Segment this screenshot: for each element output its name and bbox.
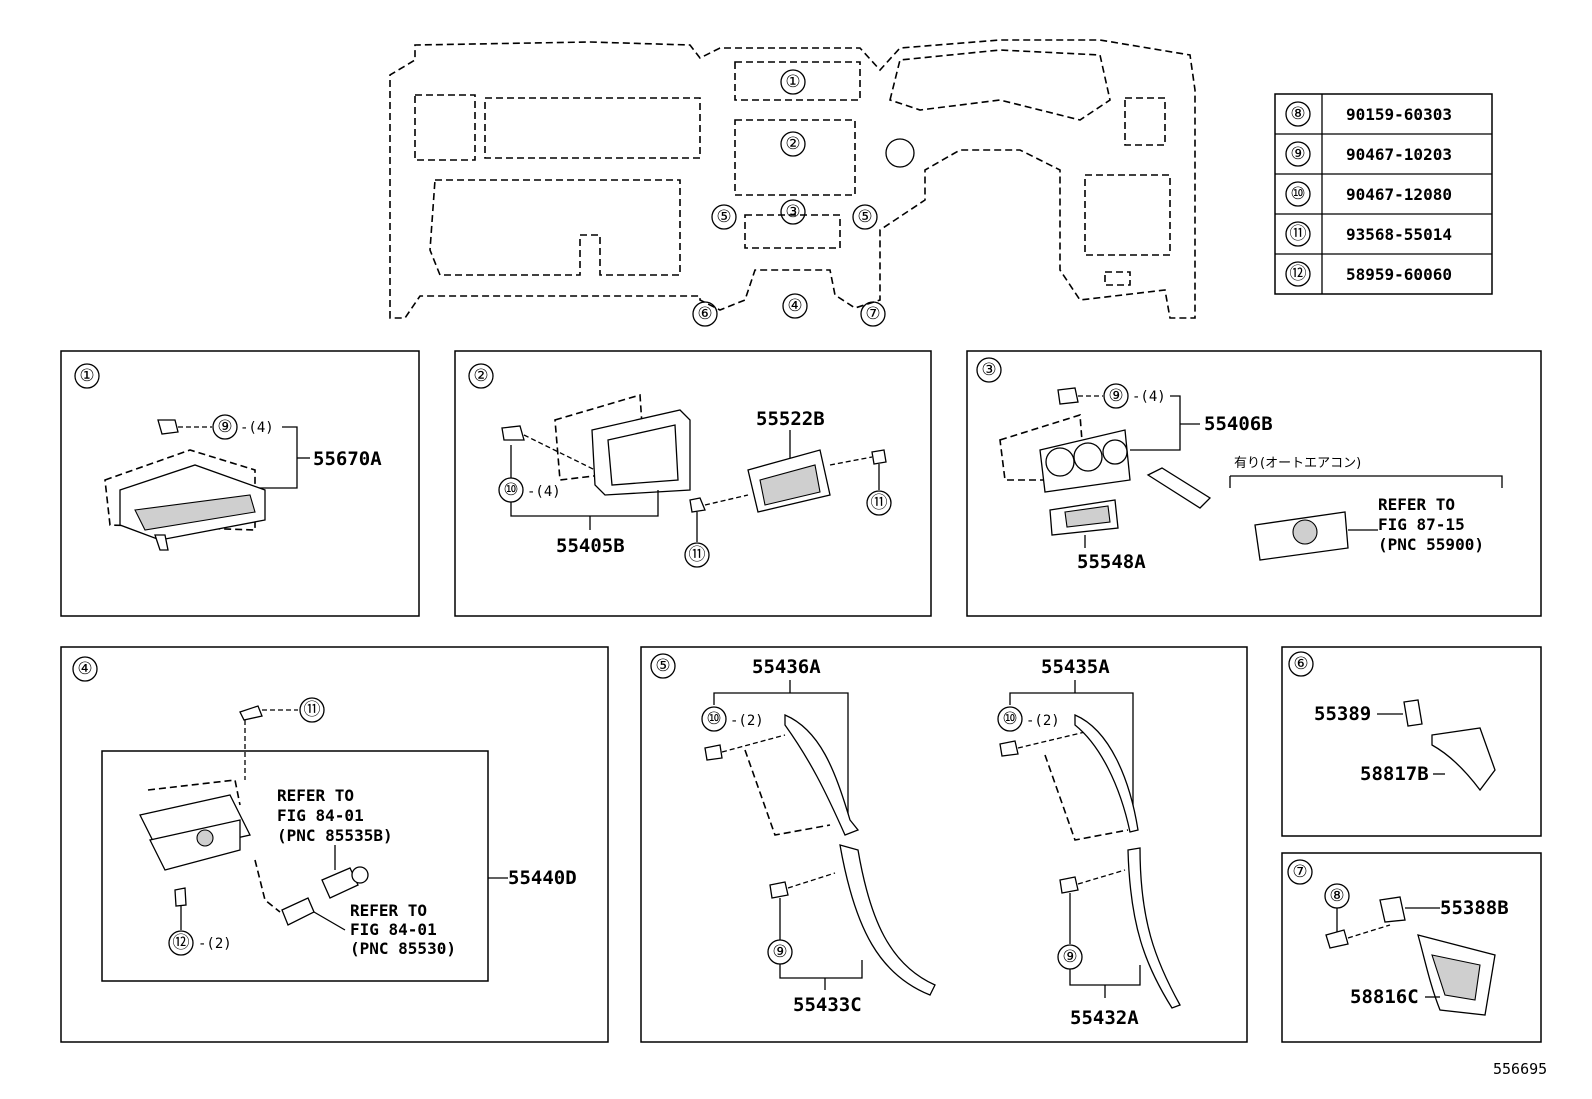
panel-3-refer-line3: (PNC 55900) <box>1378 535 1484 554</box>
panel-1-qty: -(4) <box>240 420 274 436</box>
panel-2-screw-11a: ⑪ <box>689 545 706 565</box>
marker-3: ③ <box>785 202 800 222</box>
panel-7-number: ⑦ <box>1292 862 1307 882</box>
panel-5-clip-10b: ⑩ <box>1002 709 1017 729</box>
panel-3-part-55548A: 55548A <box>1077 551 1146 573</box>
panel-1-clip-9: ⑨ <box>217 417 232 437</box>
overview-markers: ① ② ③ ⑤ ⑤ ④ ⑥ ⑦ <box>692 69 886 327</box>
panel-1-part-55670A: 55670A <box>313 448 382 470</box>
diagram-id: 556695 <box>1493 1060 1547 1078</box>
panel-5-qty-b: -(2) <box>1026 713 1060 729</box>
panel-4-clip-12: ⑫ <box>173 933 190 953</box>
panel-5-clip-9b: ⑨ <box>1062 947 1077 967</box>
table-ref-8: ⑧ <box>1290 104 1305 124</box>
table-part-11: 93568-55014 <box>1346 225 1452 244</box>
panel-7-part-58816C: 58816C <box>1350 986 1419 1008</box>
table-part-12: 58959-60060 <box>1346 265 1452 284</box>
table-part-10: 90467-12080 <box>1346 185 1452 204</box>
panel-2-clip-10: ⑩ <box>503 480 518 500</box>
panel-6-number: ⑥ <box>1293 654 1308 674</box>
panel-5-side-trims: ⑤ 55436A ⑩ -(2) ⑨ 55433C 55435A ⑩ -(2) ⑨ <box>640 646 1248 1043</box>
marker-7: ⑦ <box>865 304 880 324</box>
panel-2-radio-frame: ② ⑩ -(4) 55405B 55522B ⑪ ⑪ <box>454 350 932 617</box>
panel-4-refer-b2: FIG 84-01 <box>350 920 437 939</box>
panel-5-part-55435A: 55435A <box>1041 656 1110 678</box>
panel-7-lower-cover: ⑦ ⑧ 55388B 58816C <box>1281 852 1542 1043</box>
panel-5-part-55433C: 55433C <box>793 994 862 1016</box>
panel-4-refer-a2: FIG 84-01 <box>277 806 364 825</box>
panel-5-clip-9a: ⑨ <box>772 942 787 962</box>
marker-4: ④ <box>787 296 802 316</box>
panel-3-clip-9: ⑨ <box>1108 386 1123 406</box>
panel-4-part-55440D: 55440D <box>508 867 577 889</box>
panel-3-refer-line2: FIG 87-15 <box>1378 515 1465 534</box>
panel-5-part-55432A: 55432A <box>1070 1007 1139 1029</box>
dashboard-overview <box>389 39 1196 319</box>
panel-1-center-vent: ① ⑨ -(4) 55670A <box>60 350 420 617</box>
marker-6: ⑥ <box>697 304 712 324</box>
panel-4-refer-b1: REFER TO <box>350 901 427 920</box>
table-part-9: 90467-10203 <box>1346 145 1452 164</box>
panel-5-number: ⑤ <box>655 656 670 676</box>
panel-4-screw-11: ⑪ <box>304 700 321 720</box>
panel-4-qty: -(2) <box>198 936 232 952</box>
panel-4-number: ④ <box>77 659 92 679</box>
table-ref-12: ⑫ <box>1290 264 1307 284</box>
panel-3-refer-line1: REFER TO <box>1378 495 1455 514</box>
marker-5-right: ⑤ <box>857 207 872 227</box>
table-ref-9: ⑨ <box>1290 144 1305 164</box>
marker-2: ② <box>785 134 800 154</box>
panel-7-screw-8: ⑧ <box>1329 886 1344 906</box>
panel-2-screw-11b: ⑪ <box>871 493 888 513</box>
panel-2-part-55522B: 55522B <box>756 408 825 430</box>
panel-3-part-55406B: 55406B <box>1204 413 1273 435</box>
panel-6-lower-cover: ⑥ 55389 58817B <box>1281 646 1542 837</box>
marker-5-left: ⑤ <box>716 207 731 227</box>
part-number-table: ⑧ 90159-60303 ⑨ 90467-10203 ⑩ 90467-1208… <box>1274 93 1493 295</box>
panel-6-part-55389: 55389 <box>1314 703 1371 725</box>
panel-4-refer-a3: (PNC 85535B) <box>277 826 393 845</box>
table-part-8: 90159-60303 <box>1346 105 1452 124</box>
marker-1: ① <box>785 72 800 92</box>
panel-2-number: ② <box>473 366 488 386</box>
panel-7-part-55388B: 55388B <box>1440 897 1509 919</box>
panel-6-part-58817B: 58817B <box>1360 763 1429 785</box>
panel-1-number: ① <box>79 366 94 386</box>
panel-5-qty-a: -(2) <box>730 713 764 729</box>
panel-3-alt-label: 有り(オートエアコン) <box>1234 456 1361 471</box>
panel-2-part-55405B: 55405B <box>556 535 625 557</box>
panel-3-heater-control: ③ ⑨ -(4) 55406B 55548A 有り(オートエアコン) REFER… <box>966 350 1542 617</box>
panel-4-refer-b3: (PNC 85530) <box>350 939 456 958</box>
panel-2-qty: -(4) <box>527 484 561 500</box>
panel-5-clip-10a: ⑩ <box>706 709 721 729</box>
table-ref-11: ⑪ <box>1290 224 1307 244</box>
panel-5-part-55436A: 55436A <box>752 656 821 678</box>
panel-3-number: ③ <box>981 360 996 380</box>
panel-4-refer-a1: REFER TO <box>277 786 354 805</box>
table-ref-10: ⑩ <box>1290 184 1305 204</box>
panel-3-qty: -(4) <box>1132 389 1166 405</box>
panel-4-glove-area: ④ ⑪ 55440D REFER TO FIG 84-01 (PNC 85535… <box>60 646 609 1043</box>
